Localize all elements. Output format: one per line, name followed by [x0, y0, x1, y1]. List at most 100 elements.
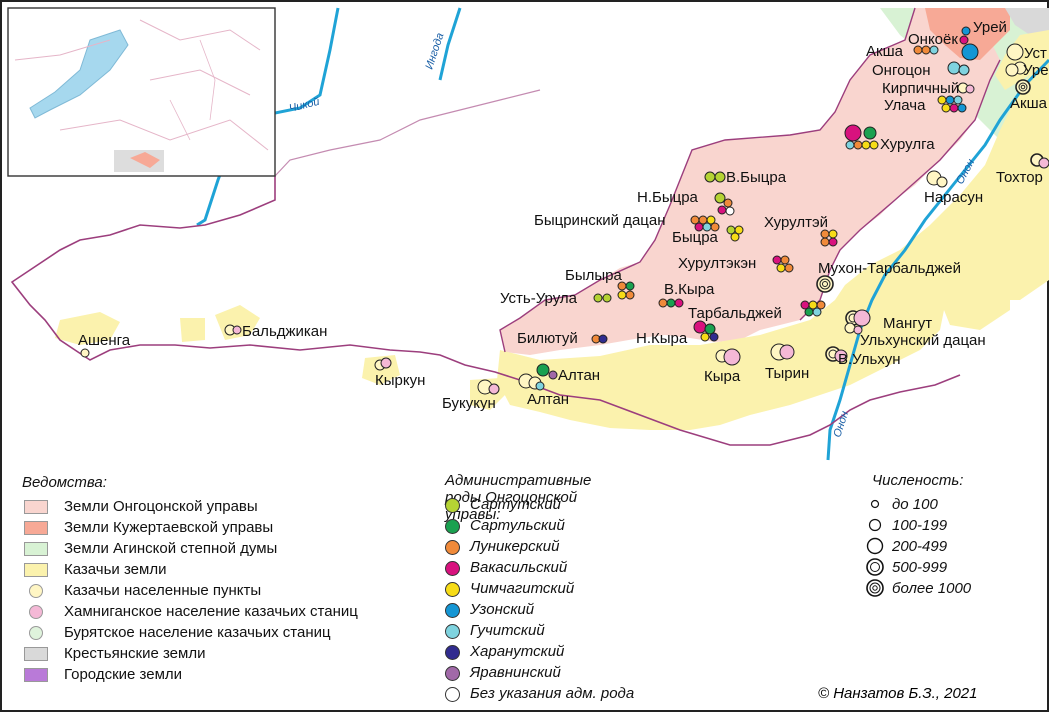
pop-symbol-over-1000 — [866, 579, 884, 597]
label-kyrkun: Кыркун — [375, 372, 425, 389]
legend-item-yaravninsky: Яравнинский — [470, 664, 561, 681]
legend-item-peasant: Крестьянские земли — [64, 645, 206, 662]
swatch-buryat — [29, 626, 43, 640]
label-ust: Уст — [1024, 45, 1047, 62]
swatch-kuzhertaev — [24, 521, 48, 535]
swatch-uzonsky — [445, 603, 460, 618]
swatch-khamnigan — [29, 605, 43, 619]
legend-item-ongotsoy: Земли Онгоцонской управы — [64, 498, 258, 515]
label-v-bytsra: В.Быцра — [726, 169, 787, 186]
legend-item-cossack: Казачьи земли — [64, 561, 167, 578]
label-tyrin: Тырин — [765, 365, 809, 382]
peasant-lands — [1005, 8, 1049, 35]
copyright: © Нанзатов Б.З., 2021 — [818, 685, 978, 702]
legend-item-guchitsky: Гучитский — [470, 622, 545, 639]
settlement-labels: Урей Онкоёк Акша Онгоцон Кирпичный Улача… — [78, 19, 1049, 412]
swatch-cossack — [24, 563, 48, 577]
legend-item-pop-500-999: 500-999 — [892, 559, 948, 576]
label-khurulga: Хурулга — [880, 136, 935, 153]
pop-symbol-100-199 — [868, 518, 882, 532]
label-bilyutui: Билютуй — [517, 330, 578, 347]
pop-symbol-200-499 — [866, 537, 884, 555]
swatch-ongotsoy — [24, 500, 48, 514]
legend-item-sartutsky: Сартутский — [470, 496, 561, 513]
inset-map — [7, 7, 276, 177]
north-boundary — [274, 89, 541, 177]
label-onkoek: Онкоёк — [908, 31, 958, 48]
label-narasun: Нарасун — [924, 189, 983, 206]
legend-item-pop-under-100: до 100 — [892, 496, 938, 513]
label-v-ulkhun: В.Ульхун — [838, 351, 901, 368]
legend-item-uzonsky: Узонский — [470, 601, 535, 618]
label-n-bytsra: Н.Быцра — [637, 189, 699, 206]
label-ulkhunsky-datsan: Ульхунский дацан — [860, 332, 986, 349]
legend-item-sartulsky: Сартульский — [470, 517, 565, 534]
settlement-symbols — [80, 26, 1049, 395]
label-ust-urula: Усть-Урула — [500, 290, 578, 307]
label-v-kyra: В.Кыра — [664, 281, 715, 298]
legend-item-chimchagitsky: Чимчагитский — [470, 580, 575, 597]
legend-item-urban: Городские земли — [64, 666, 183, 683]
pop-symbol-500-999 — [866, 558, 884, 576]
legend-item-aga: Земли Агинской степной думы — [64, 540, 278, 557]
label-khurultei: Хурултэй — [764, 214, 828, 231]
ingoda-river — [438, 7, 462, 81]
swatch-sartutsky — [445, 498, 460, 513]
legend-item-no-clan: Без указания адм. рода — [470, 685, 635, 702]
legend-item-pop-over-1000: более 1000 — [892, 580, 972, 597]
label-bukukun: Букукун — [442, 395, 496, 412]
label-tokhtor: Тохтор — [996, 169, 1043, 186]
onon-river — [826, 58, 1049, 461]
swatch-yaravninsky — [445, 666, 460, 681]
label-mukhon-tarbaldzhei: Мухон-Тарбальджей — [818, 260, 961, 277]
label-khurultaken: Хурултэкэн — [678, 255, 756, 272]
label-n-kyra: Н.Кыра — [636, 330, 688, 347]
label-bylyra: Былыра — [565, 267, 623, 284]
label-urei: Урей — [973, 19, 1007, 36]
label-urei-2: Урей — [1023, 62, 1049, 79]
cossack-lands-ulkhun — [930, 265, 1010, 330]
label-altan: Алтан — [558, 367, 600, 384]
swatch-no-clan — [445, 687, 460, 702]
legend-item-pop-100-199: 100-199 — [892, 517, 948, 534]
legend-item-lunikersky: Луникерский — [470, 538, 560, 555]
label-bytsra: Быцра — [672, 229, 719, 246]
legend-item-vakasilsky: Вакасильский — [470, 559, 568, 576]
label-bytsrinsky-datsan: Быцринский дацан — [534, 212, 666, 229]
cossack-lands-main — [497, 60, 1049, 430]
label-altan-2: Алтан — [527, 391, 569, 408]
label-ulacha: Улача — [884, 97, 926, 114]
swatch-chimchagitsky — [445, 582, 460, 597]
swatch-vakasilsky — [445, 561, 460, 576]
swatch-guchitsky — [445, 624, 460, 639]
legend-departments-title: Ведомства: — [22, 474, 107, 491]
legend-item-kuzhertaev: Земли Кужертаевской управы — [64, 519, 274, 536]
label-baldzhikan: Бальджикан — [242, 323, 327, 340]
legend-item-cossack-settlements: Казачьи населенные пункты — [64, 582, 262, 599]
cossack-lands-small — [180, 318, 205, 342]
legend-item-pop-200-499: 200-499 — [892, 538, 948, 555]
label-aksha: Акша — [866, 43, 904, 60]
label-tarbaldzhei: Тарбальджей — [688, 305, 782, 322]
state-boundary — [10, 176, 961, 446]
legend-population-title: Численость: — [872, 472, 964, 489]
label-kyra: Кыра — [704, 368, 741, 385]
pop-symbol-under-100 — [870, 499, 880, 509]
legend-clans-title: Административные роды Онгоцонской управы… — [445, 472, 592, 523]
swatch-urban — [24, 668, 48, 682]
legend-item-khamnigan: Хамниганское население казачьих станиц — [64, 603, 358, 620]
label-ongotson: Онгоцон — [872, 62, 930, 79]
swatch-peasant — [24, 647, 48, 661]
swatch-aga — [24, 542, 48, 556]
population-symbols — [866, 499, 884, 597]
swatch-cossack-settlements — [29, 584, 43, 598]
legend-item-kharanutsky: Харанутский — [470, 643, 565, 660]
uprava-boundary-west — [499, 7, 916, 353]
cossack-lands-ashenga — [55, 312, 120, 345]
swatch-lunikersky — [445, 540, 460, 555]
legend-item-buryat: Бурятское население казачьих станиц — [64, 624, 331, 641]
label-ashenga: Ашенга — [78, 332, 131, 349]
swatch-sartulsky — [445, 519, 460, 534]
